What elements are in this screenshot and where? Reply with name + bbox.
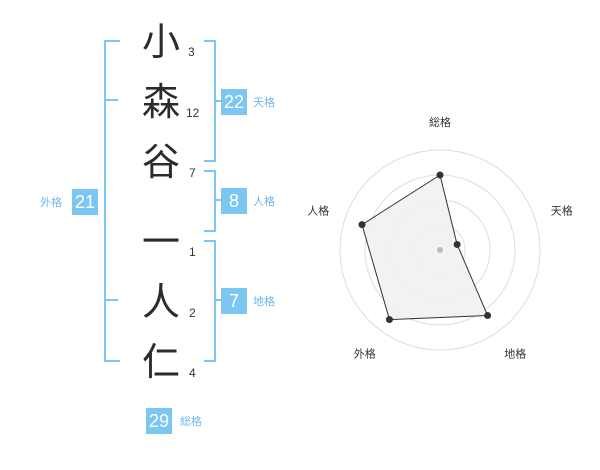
jinkaku-bracket	[204, 170, 216, 232]
soukaku-badge: 29	[146, 408, 172, 434]
given-char-1: 一	[141, 220, 180, 264]
chikaku-badge: 7	[221, 288, 247, 314]
surname-char-1: 小	[141, 20, 180, 64]
bracket-tick	[106, 299, 118, 301]
radar-point-1	[436, 171, 444, 179]
radar-grid-ring	[339, 149, 541, 351]
tenkaku-badge: 22	[221, 89, 247, 115]
radar-axis-label: 外格	[354, 347, 376, 361]
gaikaku-badge: 21	[72, 189, 98, 215]
given-char-2: 人	[141, 280, 180, 324]
bracket-tick	[214, 299, 222, 301]
radar-point-4	[385, 316, 393, 324]
radar-point-5	[358, 221, 366, 229]
radar-axis-label: 人格	[307, 203, 329, 217]
radar-point-2	[453, 240, 461, 248]
surname-stroke-3: 7	[189, 166, 196, 180]
given-stroke-3: 4	[189, 366, 196, 380]
jinkaku-label: 人格	[253, 195, 275, 208]
radar-point-3	[484, 312, 492, 320]
bracket-tick	[214, 100, 222, 102]
radar-axis-label: 総格	[429, 115, 451, 129]
jinkaku-badge: 8	[221, 188, 247, 214]
bracket-tick	[106, 99, 118, 101]
tenkaku-label: 天格	[253, 96, 275, 109]
radar-axis-label: 天格	[551, 203, 573, 217]
surname-stroke-2: 12	[186, 106, 200, 120]
radar-center	[437, 247, 443, 253]
surname-char-3: 谷	[141, 140, 180, 184]
bracket-tick	[214, 199, 222, 201]
radar-axis-label: 地格	[504, 347, 526, 361]
gaikaku-label: 外格	[40, 196, 62, 209]
radar-area	[361, 174, 489, 321]
given-stroke-1: 1	[189, 245, 196, 259]
soukaku-label: 総格	[180, 415, 202, 428]
gaikaku-bracket	[104, 40, 120, 362]
surname-stroke-1: 3	[188, 45, 195, 59]
given-stroke-2: 2	[189, 306, 196, 320]
surname-char-2: 森	[141, 80, 180, 124]
chikaku-bracket	[204, 240, 216, 362]
given-char-3: 仁	[141, 340, 180, 384]
chikaku-label: 地格	[253, 295, 275, 308]
